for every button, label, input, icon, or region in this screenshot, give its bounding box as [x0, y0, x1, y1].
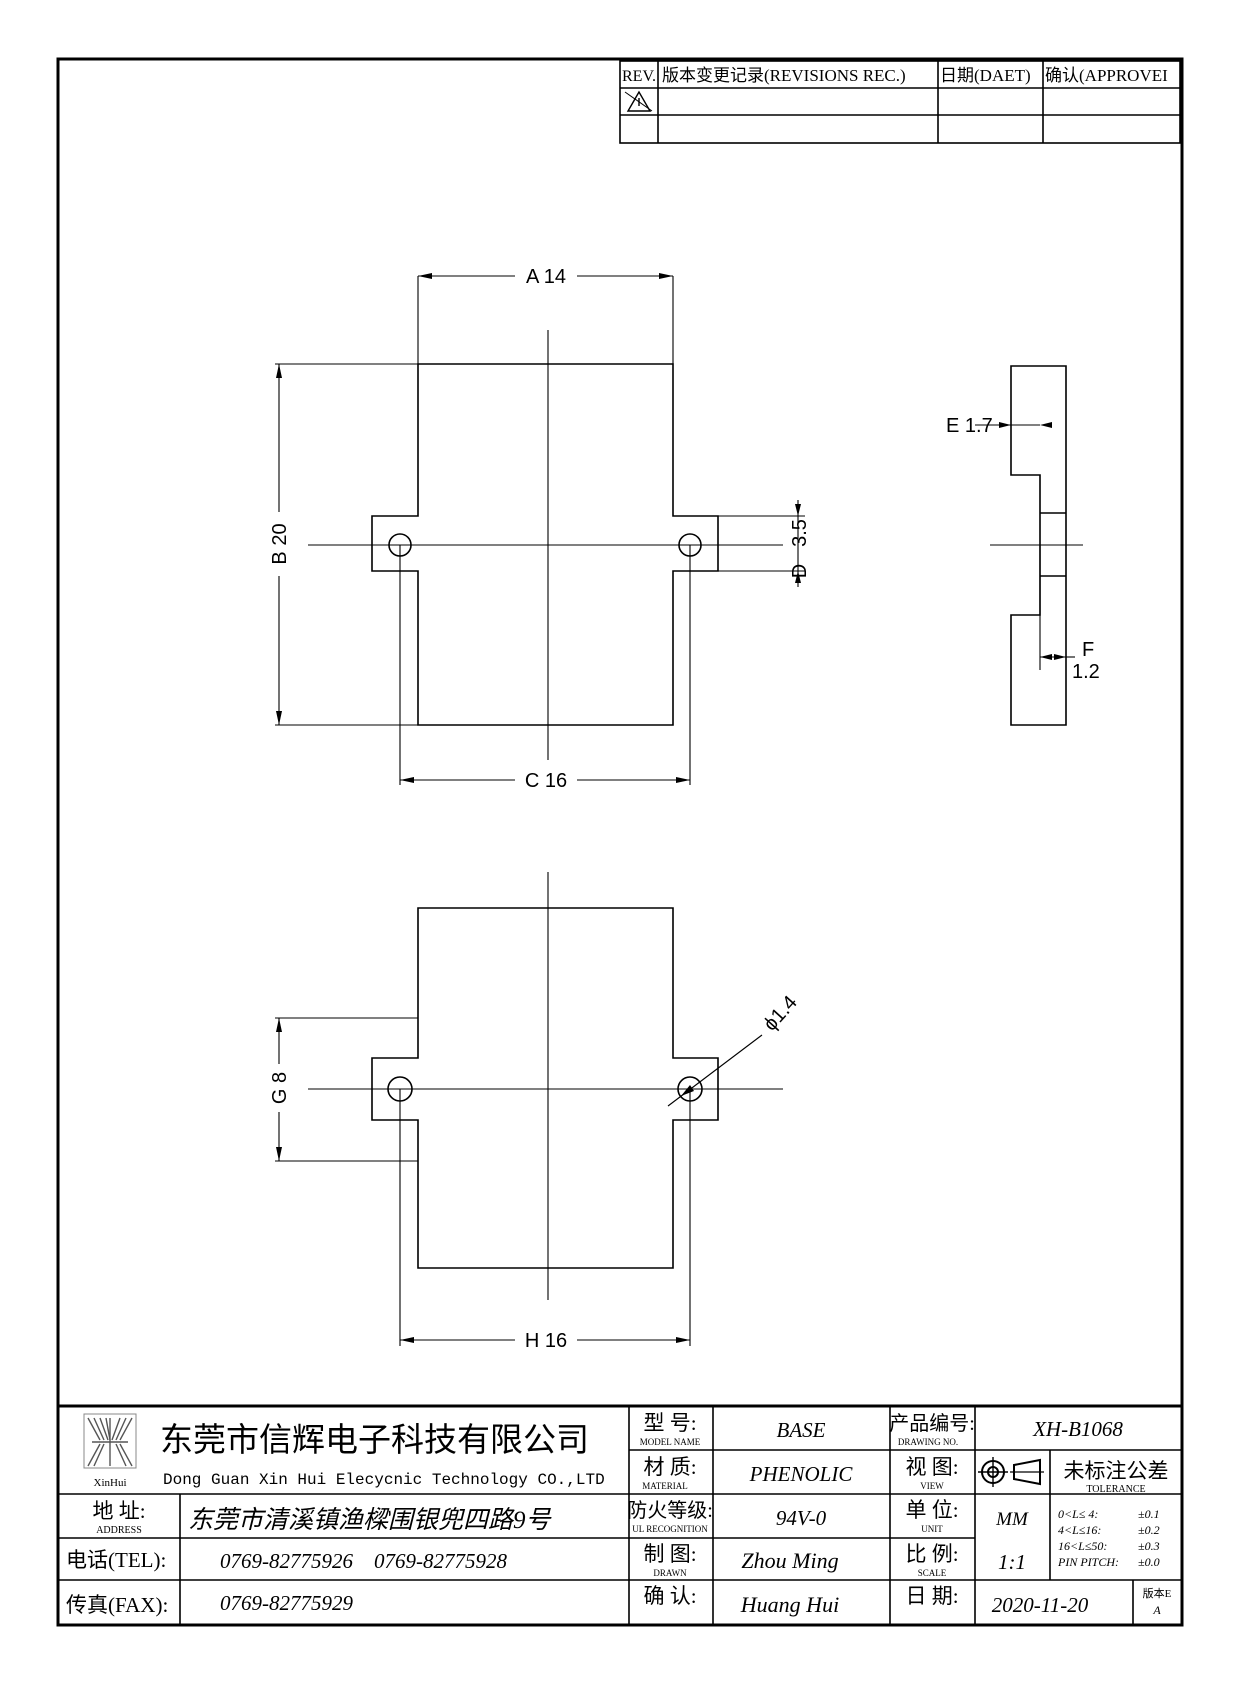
material-label: 材 质: [643, 1455, 696, 1479]
company-name-en: Dong Guan Xin Hui Elecycnic Technology C… [163, 1471, 605, 1489]
xinhui-logo: XinHui [83, 1413, 137, 1489]
drawn-label: 制 图: [643, 1542, 696, 1566]
scale-label-en: SCALE [918, 1568, 947, 1578]
model-label-en: MODEL NAME [640, 1437, 701, 1447]
scale-label: 比 例: [905, 1542, 958, 1566]
dim-a-label: A 14 [526, 266, 566, 288]
revision-approve-header: 确认(APPROVEI [1045, 66, 1168, 85]
dim-hole-label: ϕ1.4 [759, 992, 801, 1036]
ul-value: 94V-0 [776, 1506, 827, 1530]
dim-c-label: C 16 [525, 770, 567, 792]
title-block: XinHui 东莞市信辉电子科技有限公司 Dong Guan Xin Hui E… [58, 1404, 1182, 1625]
drawn-label-en: DRAWN [653, 1568, 687, 1578]
tolerance-range: PIN PITCH: [1057, 1555, 1119, 1569]
tel-label: 电话(TEL): [66, 1548, 166, 1572]
unit-label: 单 位: [905, 1498, 958, 1522]
tolerance-title-en: TOLERANCE [1086, 1484, 1145, 1495]
tolerance-table: 0<L≤ 4: ±0.1 4<L≤16: ±0.2 16<L≤50: ±0.3 … [1057, 1507, 1160, 1569]
side-view: E 1.7 F 1.2 [946, 365, 1100, 726]
revision-date-header: 日期(DAET) [940, 66, 1031, 85]
revision-triangle-icon [624, 90, 653, 112]
drawing-no-value: XH-B1068 [1032, 1417, 1123, 1441]
unit-label-en: UNIT [921, 1524, 943, 1534]
company-address: 东莞市清溪镇渔樑围银兜四路9号 [188, 1506, 553, 1534]
date-value: 2020-11-20 [992, 1593, 1089, 1617]
revision-table: REV. 版本变更记录(REVISIONS REC.) 日期(DAET) 确认(… [619, 60, 1181, 144]
dim-h-label: H 16 [525, 1330, 567, 1352]
dim-f-value: 1.2 [1072, 661, 1100, 683]
tolerance-value: ±0.3 [1138, 1539, 1160, 1553]
tolerance-range: 4<L≤16: [1058, 1523, 1101, 1537]
address-label: 地 址: [92, 1499, 145, 1523]
model-label: 型 号: [643, 1411, 696, 1435]
projection-symbol-icon [978, 1457, 1044, 1487]
company-name-cn: 东莞市信辉电子科技有限公司 [160, 1422, 589, 1459]
tel-value: 0769-82775926 0769-82775928 [220, 1549, 507, 1573]
dim-d-value: 3.5 [789, 519, 811, 547]
tolerance-range: 16<L≤50: [1058, 1539, 1107, 1553]
check-value: Huang Hui [740, 1592, 839, 1617]
dim-f-letter: F [1082, 639, 1094, 661]
ul-label: 防火等级: [627, 1499, 713, 1522]
drawing-no-label-en: DRAWING NO. [898, 1437, 958, 1447]
material-label-en: MATERIAL [642, 1481, 688, 1491]
dim-g-label: G 8 [269, 1072, 291, 1104]
drawing-frame [56, 57, 1184, 1627]
version-label: 版本E [1143, 1586, 1172, 1600]
view-label: 视 图: [905, 1455, 958, 1479]
model-value: BASE [777, 1418, 826, 1442]
top-view: A 14 B 20 C 16 3.5 D [267, 264, 811, 792]
fax-label: 传真(FAX): [66, 1593, 168, 1617]
bottom-view: G 8 H 16 ϕ1.4 [267, 872, 802, 1352]
fax-value: 0769-82775929 [220, 1591, 353, 1615]
tolerance-value: ±0.2 [1138, 1523, 1160, 1537]
material-value: PHENOLIC [749, 1462, 854, 1486]
check-label: 确 认: [643, 1584, 696, 1608]
unit-value: MM [995, 1509, 1029, 1530]
logo-text: XinHui [94, 1477, 127, 1489]
tolerance-title: 未标注公差 [1064, 1459, 1169, 1483]
dim-e-label: E 1.7 [946, 415, 993, 437]
drawing-no-label: 产品编号: [889, 1412, 975, 1435]
date-label: 日 期: [905, 1584, 958, 1608]
rev-header: REV. [622, 68, 656, 85]
ul-label-en: UL RECOGNITION [632, 1524, 708, 1534]
scale-value: 1:1 [998, 1550, 1026, 1574]
version-value: A [1152, 1603, 1161, 1617]
view-label-en: VIEW [920, 1481, 944, 1491]
dim-b-label: B 20 [269, 523, 291, 564]
dim-d-letter: D [789, 564, 811, 578]
address-label-en: ADDRESS [96, 1525, 142, 1536]
revision-record-header: 版本变更记录(REVISIONS REC.) [662, 66, 906, 85]
drawn-value: Zhou Ming [741, 1548, 838, 1573]
tolerance-value: ±0.1 [1138, 1507, 1160, 1521]
tolerance-value: ±0.0 [1138, 1555, 1160, 1569]
tolerance-range: 0<L≤ 4: [1058, 1507, 1098, 1521]
